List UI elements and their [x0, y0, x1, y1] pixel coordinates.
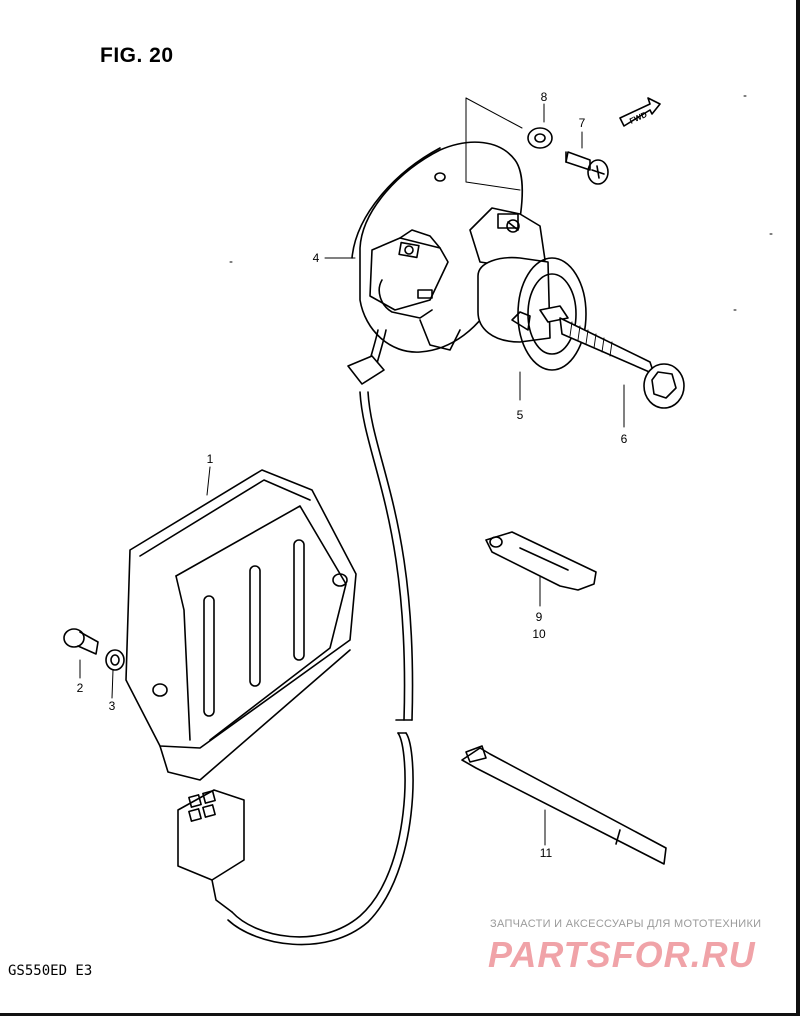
- lead-wire: [227, 329, 414, 946]
- callout-5: 5: [516, 408, 524, 422]
- clamp-part-9-10: [485, 531, 597, 591]
- bolt-part-6: [559, 317, 685, 409]
- leader-lines: [79, 97, 625, 846]
- washer-part-3: [105, 649, 125, 671]
- watermark-tagline: ЗАПЧАСТИ И АКСЕССУАРЫ ДЛЯ МОТОТЕХНИКИ: [490, 918, 762, 930]
- callout-4: 4: [312, 251, 320, 265]
- scan-specks: [229, 95, 773, 311]
- frame-bottom-edge: [0, 1013, 800, 1016]
- model-code: GS550ED E3: [8, 963, 93, 979]
- callout-10: 10: [532, 627, 546, 641]
- callout-9: 9: [535, 610, 543, 624]
- callout-1: 1: [206, 452, 214, 466]
- fwd-arrow-icon: FWD: [619, 97, 661, 127]
- callout-2: 2: [76, 681, 84, 695]
- watermark-logo: PARTSFOR.RU: [488, 934, 756, 975]
- cable-tie-part-11: [461, 745, 667, 865]
- pickup-coil-left: [369, 229, 461, 351]
- screw-part-7: [565, 151, 609, 185]
- callout-7: 7: [578, 116, 586, 130]
- frame-right-edge: [796, 0, 800, 1016]
- callout-3: 3: [108, 699, 116, 713]
- washer-part-8: [527, 127, 553, 149]
- figure-title: FIG. 20: [100, 44, 174, 67]
- advancer-rotor-part-5: [477, 256, 587, 371]
- callout-11: 11: [539, 846, 553, 860]
- callout-8: 8: [540, 90, 548, 104]
- igniter-unit-part-1: [125, 469, 357, 781]
- bolt-part-2: [63, 628, 99, 655]
- callout-6: 6: [620, 432, 628, 446]
- wire-connector: [177, 789, 245, 913]
